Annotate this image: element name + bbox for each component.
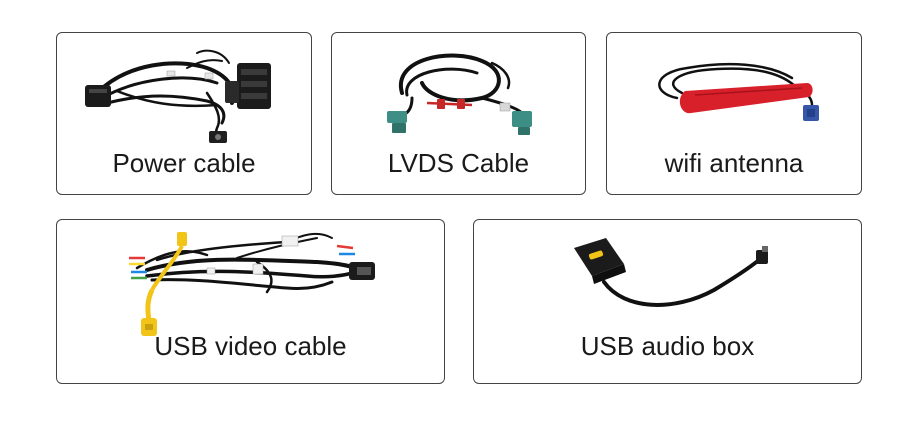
wifi-antenna-image xyxy=(658,62,819,121)
usb-video-cable-image xyxy=(129,232,375,336)
product-label: Power cable xyxy=(112,148,256,178)
product-card-power-cable: Power cable xyxy=(56,32,312,195)
usb-plug xyxy=(756,250,768,264)
product-card-usb-audio-box: USB audio box xyxy=(473,219,862,384)
lvds-connector-left xyxy=(387,111,407,123)
rca-plug-top xyxy=(177,232,187,246)
product-card-wifi-antenna: wifi antenna xyxy=(606,32,862,195)
product-label: wifi antenna xyxy=(664,148,804,178)
product-label: USB video cable xyxy=(154,331,347,361)
product-label: LVDS Cable xyxy=(387,148,530,178)
usb-port xyxy=(588,250,604,260)
lvds-cable-image xyxy=(387,53,532,135)
connector-left xyxy=(85,85,111,107)
lvds-connector-right xyxy=(512,111,532,127)
product-label: USB audio box xyxy=(580,331,755,361)
product-card-lvds-cable: LVDS Cable xyxy=(331,32,586,195)
power-cable-image xyxy=(85,49,271,143)
antenna-body xyxy=(679,83,813,114)
usb-audio-box-image xyxy=(574,238,768,307)
product-card-usb-video-cable: USB video cable xyxy=(56,219,445,384)
